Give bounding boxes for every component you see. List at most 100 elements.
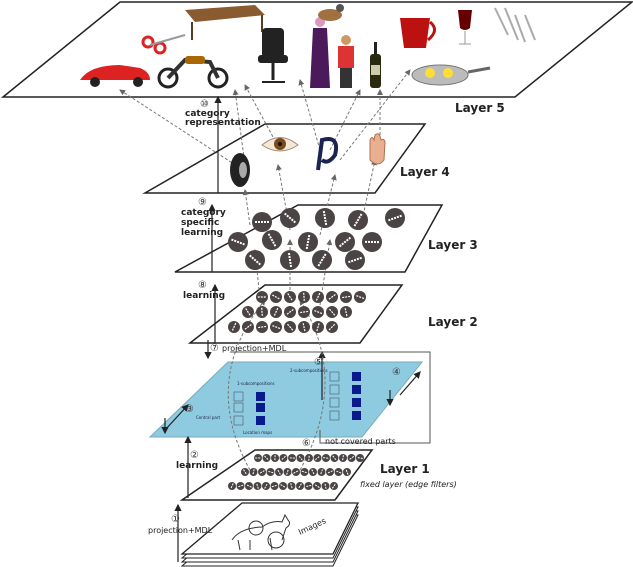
layer1-filter (322, 454, 330, 462)
layer2-part-stroke (355, 294, 365, 300)
layer2-part-stroke (272, 294, 280, 300)
inset-content: 1-subcompositions 2-subcompositions Cent… (196, 368, 361, 435)
layer1-filter (347, 454, 356, 462)
inset-sub2-label: 2-subcompositions (290, 368, 328, 373)
inset-boxes (233, 371, 361, 426)
step10-number: ⑩ (200, 99, 209, 110)
layer3-part-stroke (231, 238, 245, 246)
layer3-part-stroke (348, 256, 362, 264)
layer1-filter (270, 482, 279, 490)
layer1-filter (339, 454, 347, 462)
layer1-filter (262, 454, 271, 462)
inset-central-label: Central part (196, 415, 220, 420)
dog-sketch (231, 513, 291, 551)
layer1-filter-stroke (298, 455, 303, 461)
layer1-filter (304, 482, 313, 490)
layer2-part-stroke (244, 324, 252, 330)
layer2-part-stroke (344, 307, 348, 317)
layer3-part-stroke (249, 254, 261, 266)
layer1-filter (313, 454, 322, 462)
inset-plane (148, 361, 424, 438)
tire-image (230, 153, 250, 187)
step2-label: learning (176, 461, 218, 471)
layer1-filter (343, 468, 351, 476)
jug-image (400, 18, 436, 48)
layer3-part-stroke (317, 253, 327, 267)
subcomposition-box (233, 391, 244, 402)
layer1-filter (249, 468, 258, 476)
subcomposition-box (329, 384, 340, 395)
scissors-image (141, 34, 186, 55)
layer1-filter-stroke (237, 484, 244, 488)
motorcycle-image (157, 56, 229, 89)
layer3-part-stroke (267, 233, 277, 247)
step3-number: ③ (185, 404, 194, 415)
car-image (80, 65, 150, 87)
step6-number: ⑥ (302, 438, 311, 449)
layer1-filter-stroke (315, 455, 320, 461)
location-map-box (352, 385, 361, 394)
layer1-filter (296, 482, 304, 490)
subcomposition-box (329, 371, 340, 382)
layer1-filter-stroke (331, 483, 337, 489)
layer3-part-stroke (353, 213, 363, 227)
layer2-label: Layer 2 (428, 315, 478, 329)
layer1-filter-stroke (256, 483, 259, 489)
step9-line1: category (181, 208, 226, 218)
layer1-filter-stroke (259, 470, 265, 474)
step6-label: not covered parts (325, 437, 396, 446)
layer1-filter-stroke (281, 455, 286, 461)
layer1-filter (253, 482, 262, 490)
hand-image (369, 133, 386, 165)
layer1-filter-stroke (345, 469, 349, 475)
layer1-filter (326, 468, 334, 476)
layer2-part-stroke (271, 324, 281, 330)
step4-number: ④ (392, 367, 401, 378)
layer4-plane (142, 123, 427, 194)
subcomposition-box (329, 397, 340, 408)
step2-number: ② (190, 450, 199, 461)
layer1-filter-stroke (286, 469, 289, 475)
layer2-part-stroke (315, 292, 321, 302)
layer1-filter-stroke (267, 470, 274, 474)
layer1-filter-stroke (320, 469, 323, 475)
layer2-part-stroke (313, 309, 323, 315)
step9-number: ⑨ (198, 197, 207, 208)
location-map-box (256, 392, 265, 401)
layer1-filter-stroke (323, 457, 329, 459)
step1-number: ① (171, 514, 180, 525)
layer2-part-stroke (261, 307, 263, 317)
layer3-part-stroke (338, 236, 352, 248)
layer1-filter-stroke (305, 484, 312, 488)
layer2-part-stroke (286, 323, 294, 331)
layer2-part-stroke (286, 309, 294, 315)
layer1-filter-stroke (293, 470, 299, 474)
layer1-filter (228, 482, 236, 490)
layer1-filter (262, 482, 270, 490)
dog-image (318, 4, 344, 21)
layer1-filter-stroke (277, 469, 281, 475)
layer1-filter-stroke (264, 455, 269, 461)
step1-label: projection+MDL (148, 526, 213, 535)
handle-image (316, 137, 339, 171)
layer1-filter (288, 454, 296, 462)
layer1-filter (356, 454, 364, 462)
layer1-filter (334, 468, 343, 476)
location-map-box (352, 411, 361, 420)
layer1-filter (266, 468, 275, 476)
layer2-part-stroke (302, 322, 306, 332)
layer1-filter-stroke (298, 483, 302, 489)
layer1-filter-stroke (327, 470, 333, 474)
inset-location-label: Location maps (243, 430, 272, 435)
step7-label: projection+MDL (222, 344, 287, 353)
man-image (338, 35, 354, 88)
layer1-filter (279, 482, 287, 490)
layer1-filter (279, 454, 288, 462)
layer3-label: Layer 3 (428, 238, 478, 252)
layer1-filter-stroke (357, 457, 363, 459)
layer1-filter-stroke (246, 484, 252, 488)
layer1-filter (254, 454, 262, 462)
table-image (185, 5, 265, 40)
